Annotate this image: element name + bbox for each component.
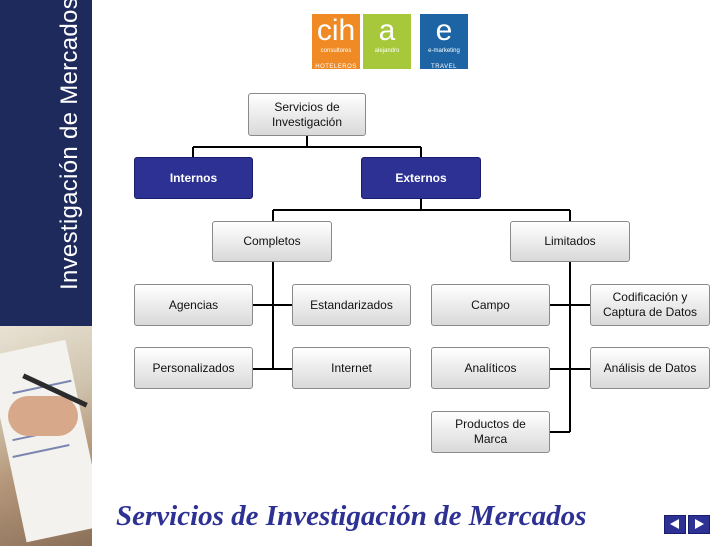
previous-slide-button[interactable] (664, 515, 686, 534)
node-campo: Campo (431, 284, 550, 326)
node-externos: Externos (361, 157, 481, 199)
node-internos: Internos (134, 157, 253, 199)
node-codificacion-y-captura-de-datos: Codificación y Captura de Datos (590, 284, 710, 326)
emarketing-logo-mark: e (435, 14, 453, 47)
emarketing-logo: e e-marketing TRAVEL (420, 14, 468, 70)
alejandro-logo-subtitle: alejandro (374, 48, 400, 54)
node-internet: Internet (292, 347, 411, 389)
emarketing-logo-caption: TRAVEL (431, 64, 457, 70)
cih-logo-subtitle: consultores (320, 48, 352, 54)
triangle-left-icon (670, 519, 679, 529)
cih-logo-caption: HOTELEROS (315, 64, 357, 70)
node-analiticos: Analíticos (431, 347, 550, 389)
cih-logo-mark: cih (316, 14, 356, 47)
alejandro-logo: a alejandro (363, 14, 411, 69)
emarketing-logo-subtitle: e-marketing (428, 48, 460, 54)
alejandro-logo-mark: a (378, 14, 396, 47)
node-analisis-de-datos: Análisis de Datos (590, 347, 710, 389)
triangle-right-icon (695, 519, 704, 529)
sidebar: Investigación de Mercados (0, 0, 92, 546)
next-slide-button[interactable] (688, 515, 710, 534)
slide-title: Servicios de Investigación de Mercados (116, 500, 587, 532)
photo-hand (8, 396, 78, 436)
node-servicios-de-investigacion: Servicios de Investigación (248, 93, 366, 136)
node-limitados: Limitados (510, 221, 630, 262)
node-personalizados: Personalizados (134, 347, 253, 389)
node-productos-de-marca: Productos de Marca (431, 411, 550, 453)
node-agencias: Agencias (134, 284, 253, 326)
node-estandarizados: Estandarizados (292, 284, 411, 326)
cih-logo: cih consultores HOTELEROS (312, 14, 360, 70)
node-completos: Completos (212, 221, 332, 262)
sidebar-photo (0, 326, 92, 546)
